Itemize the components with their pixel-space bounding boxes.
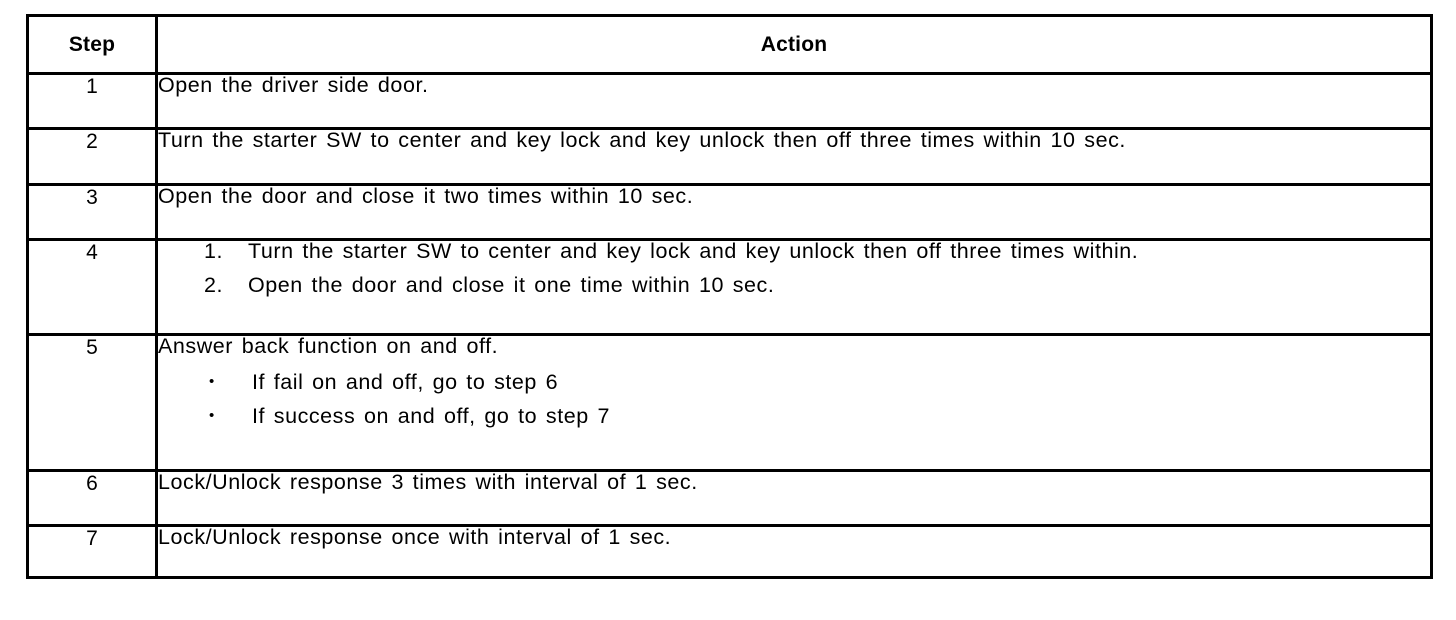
table-body: 1 Open the driver side door. 2 Turn the … xyxy=(26,72,1433,579)
list-item-text: Open the door and close it one time with… xyxy=(248,272,775,297)
table-row: 1 Open the driver side door. xyxy=(26,72,1433,130)
step-number-cell: 5 xyxy=(26,333,158,472)
action-cell: Lock/Unlock response once with interval … xyxy=(155,524,1433,579)
bullet-icon: • xyxy=(209,372,215,390)
column-header-action-label: Action xyxy=(760,33,828,56)
list-item-text: If success on and off, go to step 7 xyxy=(252,404,610,428)
column-header-step-label: Step xyxy=(68,33,116,56)
list-item: 1. Turn the starter SW to center and key… xyxy=(204,239,1430,263)
action-cell: 1. Turn the starter SW to center and key… xyxy=(155,238,1433,336)
table-row: 7 Lock/Unlock response once with interva… xyxy=(26,524,1433,579)
step-number-cell: 2 xyxy=(26,127,158,186)
action-cell: Lock/Unlock response 3 times with interv… xyxy=(155,469,1433,527)
numbered-sublist: 1. Turn the starter SW to center and key… xyxy=(158,239,1430,297)
table-row: 5 Answer back function on and off. • If … xyxy=(26,333,1433,472)
action-text: Open the driver side door. xyxy=(158,73,429,97)
step-number-cell: 7 xyxy=(26,524,158,579)
column-header-action: Action xyxy=(155,14,1433,75)
procedure-table: Step Action 1 Open the driver side door.… xyxy=(26,14,1433,579)
column-header-step: Step xyxy=(26,14,158,75)
step-number-cell: 3 xyxy=(26,183,158,241)
table-header: Step Action xyxy=(26,14,1433,75)
action-cell: Open the driver side door. xyxy=(155,72,1433,130)
list-item-marker: 2. xyxy=(204,272,224,297)
table-row: 4 1. Turn the starter SW to center and k… xyxy=(26,238,1433,336)
action-text: Lock/Unlock response once with interval … xyxy=(158,525,672,549)
list-item: • If fail on and off, go to step 6 xyxy=(204,369,1430,394)
step-number-cell: 6 xyxy=(26,469,158,527)
list-item-text: If fail on and off, go to step 6 xyxy=(252,369,559,394)
bullet-icon: • xyxy=(209,407,215,424)
list-item-text: Turn the starter SW to center and key lo… xyxy=(248,239,1139,263)
table-row: 2 Turn the starter SW to center and key … xyxy=(26,127,1433,186)
table-row: 6 Lock/Unlock response 3 times with inte… xyxy=(26,469,1433,527)
table-row: 3 Open the door and close it two times w… xyxy=(26,183,1433,241)
step-number-cell: 4 xyxy=(26,238,158,336)
action-lead-text: Answer back function on and off. xyxy=(158,334,499,358)
list-item-marker: 1. xyxy=(204,239,224,263)
bullet-sublist: • If fail on and off, go to step 6 • If … xyxy=(158,369,1430,428)
action-cell: Turn the starter SW to center and key lo… xyxy=(155,127,1433,186)
action-text: Turn the starter SW to center and key lo… xyxy=(158,128,1126,152)
action-text: Lock/Unlock response 3 times with interv… xyxy=(158,470,698,494)
list-item: 2. Open the door and close it one time w… xyxy=(204,272,1430,297)
action-cell: Open the door and close it two times wit… xyxy=(155,183,1433,241)
table-header-row: Step Action xyxy=(26,14,1433,75)
action-text: Open the door and close it two times wit… xyxy=(158,184,694,208)
list-item: • If success on and off, go to step 7 xyxy=(204,404,1430,428)
step-number-cell: 1 xyxy=(26,72,158,130)
action-cell: Answer back function on and off. • If fa… xyxy=(155,333,1433,472)
